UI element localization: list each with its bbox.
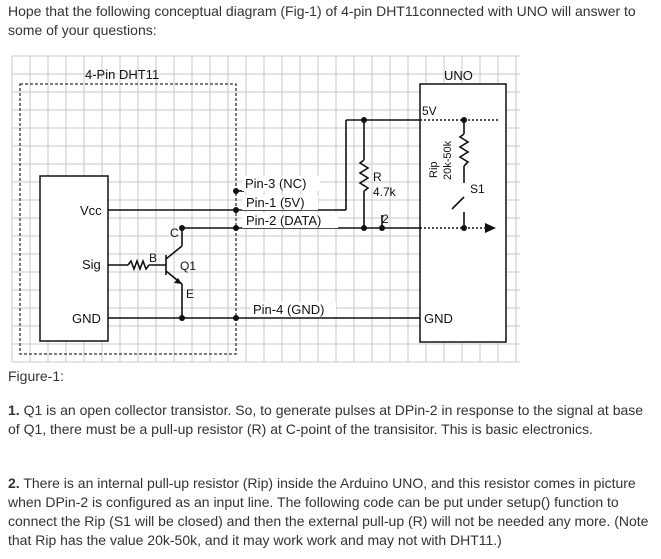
r-value-label: 4.7k [373,185,397,199]
dht11-title: 4-Pin DHT11 [85,67,159,82]
5v-label: 5V [422,104,437,118]
dht11-enclosure [19,83,237,355]
s1-label: S1 [470,182,485,196]
gnd-left-label: GND [72,311,101,326]
emitter-label: E [186,287,194,301]
paragraph-1-text: Q1 is an open collector transistor. So, … [8,402,644,437]
base-label: B [149,251,157,265]
emitter-arrow [174,278,182,284]
pin1-label: Pin-1 (5V) [246,195,305,210]
switch-s1 [451,196,465,210]
rip-value-label: 20k-50k [442,140,454,180]
dpin2-label: 2 [382,212,389,226]
data-arrow [485,223,496,233]
pin2-label: Pin-2 (DATA) [246,213,321,228]
r-label: R [373,170,382,184]
pin3-label: Pin-3 (NC) [245,176,306,191]
uno-internal-lines [420,119,500,229]
base-resistor-zigzag [127,258,150,272]
collector-label: C [170,226,179,240]
paragraph-1-number: 1. [8,402,20,418]
intro-text: Hope that the following conceptual diagr… [8,3,636,38]
paragraph-2-number: 2. [8,475,20,491]
uno-title: UNO [444,68,473,83]
paragraph-2: 2. There is an internal pull-up resistor… [8,474,653,550]
rip-label: Rip [428,161,440,178]
q1-label: Q1 [180,259,196,273]
dht11-uno-diagram: 4-Pin DHT11 UNO Vcc Sig GND B C E Q1 Pin… [11,55,520,363]
paragraph-2-text: There is an internal pull-up resistor (R… [8,475,649,548]
gnd-uno-label: GND [424,311,453,326]
vcc-label: Vcc [80,203,102,218]
rip-resistor-zigzag [458,133,470,167]
paragraph-1: 1. Q1 is an open collector transistor. S… [8,401,653,439]
uno-board-block [419,83,507,343]
sig-label: Sig [82,257,101,272]
junction-dots [179,117,467,321]
figure-caption: Figure-1: [8,368,65,384]
dht11-sensor-block [39,175,109,342]
pin4-label: Pin-4 (GND) [253,302,325,317]
pullup-resistor-zigzag [358,159,370,192]
